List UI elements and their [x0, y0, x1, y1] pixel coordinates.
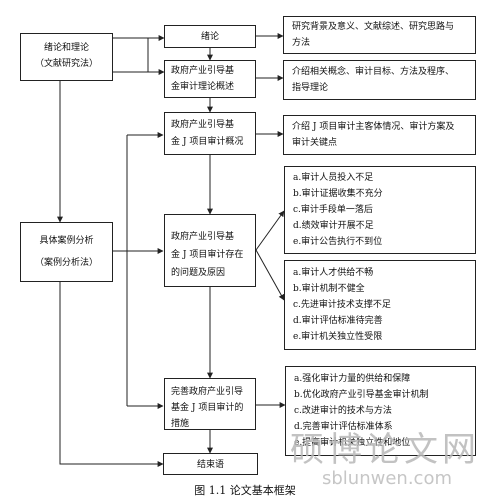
conclusion-box: 结束语 — [163, 453, 258, 475]
case-analysis-subtitle: （案例分析法） — [34, 258, 98, 268]
theory-method-box: 绪论和理论 （文献研究法） — [20, 33, 113, 81]
list-item: b.审计证据收集不充分 — [293, 189, 383, 199]
list-item: e.审计公告执行不到位 — [293, 237, 383, 247]
watermark-url: sblunwen.com — [322, 468, 452, 489]
case-overview-line1: 政府产业引导基 — [171, 120, 235, 130]
theory-method-title: 绪论和理论 — [43, 43, 89, 53]
theory-overview-line1: 政府产业引导基 — [171, 66, 235, 76]
causes-list-box: a.审计人才供给不畅 b.审计机制不健全 c.先进审计技术支撑不足 d.审计评估… — [284, 260, 476, 350]
measures-line1: 完善政府产业引导 — [171, 387, 244, 397]
measures-line3: 措施 — [171, 419, 190, 429]
problems-line3: 的问题及原因 — [171, 268, 226, 278]
measures-list-box: a.强化审计力量的供给和保障 b.优化政府产业引导基金审计机制 c.改进审计的技… — [285, 366, 476, 456]
problems-line2: 金 J 项目审计存在 — [171, 250, 244, 260]
list-item: d.完善审计评估标准体系 — [294, 422, 393, 432]
list-item: b.审计机制不健全 — [293, 284, 365, 294]
case-analysis-title: 具体案例分析 — [39, 236, 94, 246]
theory-desc-line2: 指导理论 — [292, 83, 329, 93]
list-item: b.优化政府产业引导基金审计机制 — [294, 390, 429, 400]
intro-desc-line1: 研究背景及意义、文献综述、研究思路与 — [292, 22, 455, 32]
intro-box: 绪论 — [164, 25, 256, 48]
conclusion-label: 结束语 — [196, 460, 224, 470]
list-item: e.提高审计机关独立性和地位 — [294, 438, 411, 448]
list-item: c.先进审计技术支撑不足 — [293, 300, 391, 310]
theory-overview-box: 政府产业引导基 金审计理论概述 — [164, 60, 256, 98]
theory-desc-line1: 介绍相关概念、审计目标、方法及程序、 — [292, 67, 455, 77]
problems-box: 政府产业引导基 金 J 项目审计存在 的问题及原因 — [164, 214, 256, 287]
intro-label: 绪论 — [200, 32, 219, 42]
case-overview-box: 政府产业引导基 金 J 项目审计概况 — [164, 112, 256, 155]
list-item: c.改进审计的技术与方法 — [294, 406, 392, 416]
intro-desc-line2: 方法 — [292, 38, 311, 48]
list-item: d.审计评估标准待完善 — [293, 316, 383, 326]
problems-list-box: a.审计人员投入不足 b.审计证据收集不充分 c.审计手段单一落后 d.绩效审计… — [284, 166, 476, 254]
list-item: a.审计人才供给不畅 — [293, 268, 374, 278]
list-item: a.审计人员投入不足 — [293, 173, 374, 183]
intro-desc-box: 研究背景及意义、文献综述、研究思路与 方法 — [283, 16, 476, 54]
measures-box: 完善政府产业引导 基金 J 项目审计的 措施 — [164, 378, 256, 430]
watermark-cn: 硕博论文网 — [290, 430, 480, 470]
list-item: a.强化审计力量的供给和保障 — [294, 374, 411, 384]
case-desc-box: 介绍 J 项目审计主客体情况、审计方案及 审计关键点 — [283, 115, 476, 155]
figure-caption: 图 1.1 论文基本框架 — [194, 484, 296, 497]
theory-method-subtitle: （文献研究法） — [34, 59, 98, 69]
case-desc-line2: 审计关键点 — [292, 138, 338, 148]
list-item: d.绩效审计开展不足 — [293, 221, 374, 231]
theory-overview-line2: 金审计理论概述 — [171, 82, 235, 92]
problems-line1: 政府产业引导基 — [171, 232, 235, 242]
case-overview-line2: 金 J 项目审计概况 — [171, 137, 244, 147]
measures-line2: 基金 J 项目审计的 — [171, 403, 244, 413]
case-desc-line1: 介绍 J 项目审计主客体情况、审计方案及 — [292, 122, 455, 132]
case-analysis-box: 具体案例分析 （案例分析法） — [20, 222, 113, 282]
list-item: e.审计机关独立性受限 — [293, 332, 383, 342]
list-item: c.审计手段单一落后 — [293, 205, 373, 215]
theory-desc-box: 介绍相关概念、审计目标、方法及程序、 指导理论 — [283, 60, 476, 100]
